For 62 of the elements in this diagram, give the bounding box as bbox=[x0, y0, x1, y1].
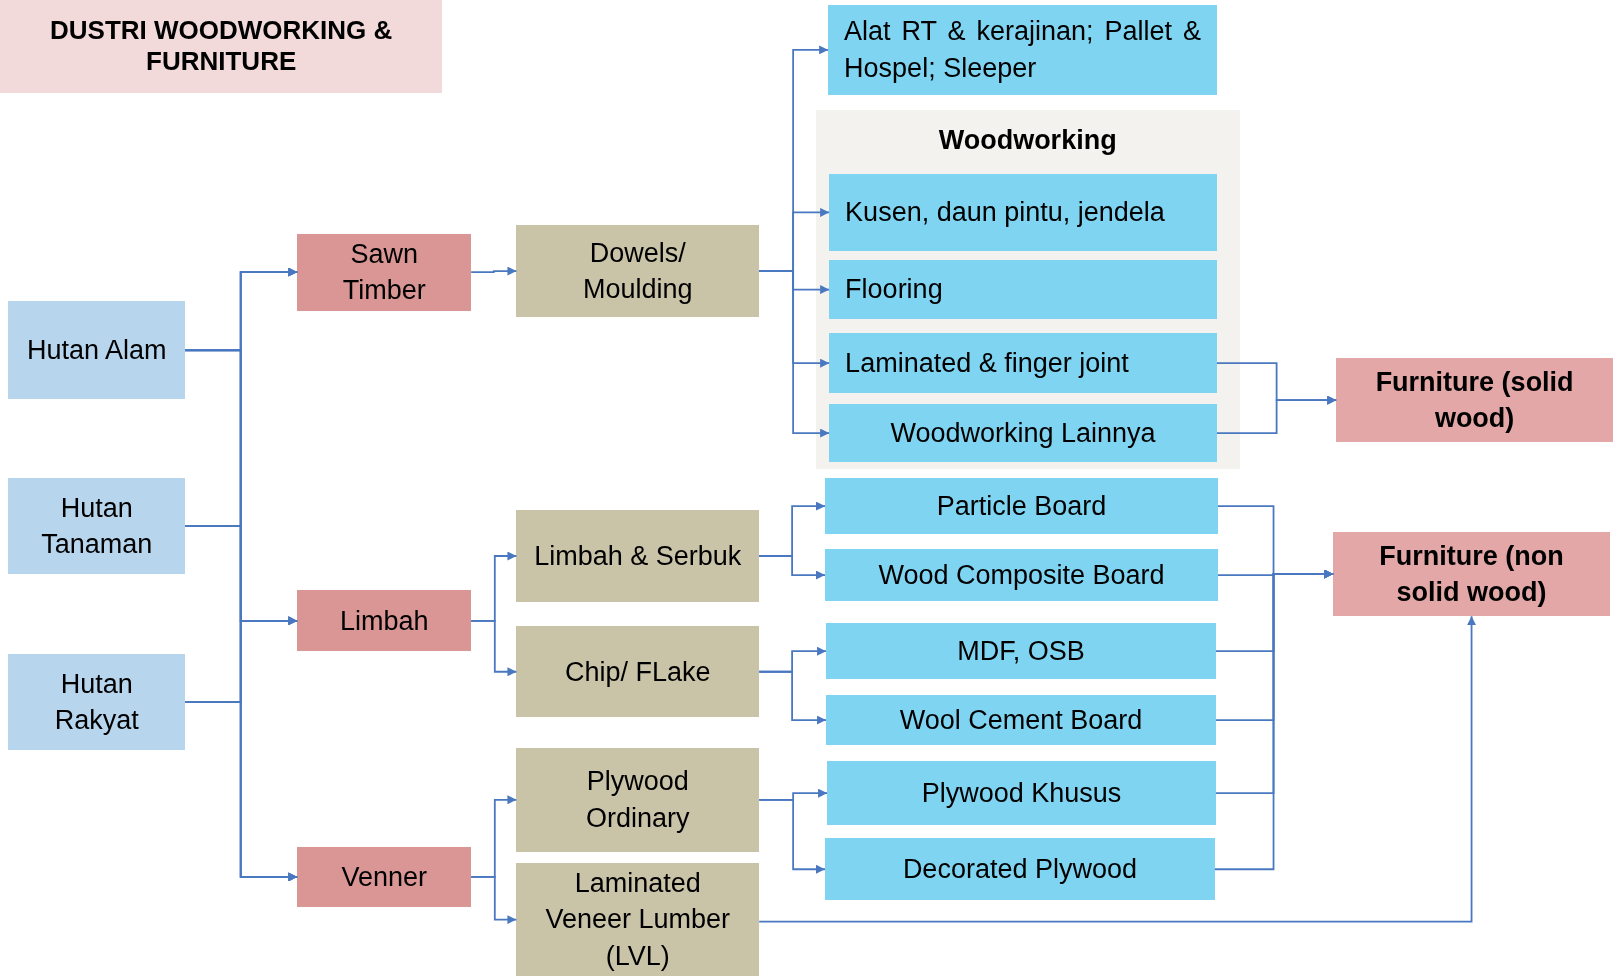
node-label: Laminated & finger joint bbox=[845, 346, 1130, 380]
group-heading: Woodworking bbox=[937, 124, 1118, 158]
node-label: Plywood Khusus bbox=[920, 776, 1123, 810]
node-label: Furniture (non solid wood) bbox=[1378, 539, 1565, 609]
group-panel bbox=[815, 110, 1240, 470]
process-box bbox=[825, 838, 1215, 901]
node-label: Wool Cement Board bbox=[898, 703, 1144, 737]
process-box bbox=[826, 695, 1216, 745]
node-label: Limbah bbox=[338, 604, 430, 638]
process-box bbox=[516, 225, 760, 317]
process-box bbox=[516, 747, 760, 852]
node-label: MDF, OSB bbox=[956, 634, 1086, 668]
node-label: Dowels/ Moulding bbox=[582, 236, 694, 307]
process-box bbox=[8, 301, 186, 400]
node-label: Woodworking Lainnya bbox=[889, 416, 1157, 450]
connector-arrow bbox=[758, 615, 1477, 923]
node-label: Furniture (solid wood) bbox=[1374, 365, 1575, 436]
node-label: Laminated Veneer Lumber (LVL) bbox=[544, 867, 732, 973]
node-label: Plywood Ordinary bbox=[585, 765, 691, 835]
process-box bbox=[827, 761, 1216, 825]
node-label: Particle Board bbox=[935, 489, 1108, 523]
node-label: Limbah & Serbuk bbox=[533, 539, 743, 573]
connector-arrow bbox=[758, 798, 826, 874]
process-box bbox=[297, 846, 472, 908]
process-box bbox=[825, 478, 1218, 534]
connector-arrow bbox=[470, 619, 518, 677]
process-box bbox=[516, 863, 760, 976]
process-box bbox=[297, 233, 472, 311]
process-box bbox=[828, 5, 1217, 95]
process-box bbox=[8, 654, 186, 750]
process-box bbox=[829, 404, 1217, 462]
connector-arrow bbox=[758, 555, 826, 580]
process-box bbox=[1333, 531, 1610, 617]
process-box bbox=[516, 626, 760, 717]
process-box bbox=[516, 510, 760, 602]
process-box bbox=[829, 173, 1217, 251]
process-box bbox=[826, 623, 1216, 679]
process-box bbox=[829, 260, 1217, 319]
node-label: Hutan Alam bbox=[25, 334, 168, 368]
process-box bbox=[297, 590, 472, 652]
process-box bbox=[829, 333, 1217, 393]
connector-arrow bbox=[470, 876, 518, 925]
node-label: Hutan Rakyat bbox=[53, 667, 140, 738]
node-label: Venner bbox=[340, 860, 428, 894]
node-label: Hutan Tanaman bbox=[40, 491, 154, 562]
node-label: Sawn Timber bbox=[341, 237, 427, 308]
connector-arrow bbox=[758, 670, 827, 725]
process-box bbox=[8, 478, 186, 574]
connector-arrow bbox=[758, 270, 831, 438]
connector-arrow bbox=[184, 701, 299, 882]
node-label: Decorated Plywood bbox=[901, 853, 1138, 886]
node-label: Wood Composite Board bbox=[877, 558, 1166, 592]
connector-arrow bbox=[470, 266, 518, 276]
node-label: Flooring bbox=[845, 273, 944, 307]
node-label: Chip/ FLake bbox=[564, 655, 712, 689]
node-label: Alat RT & kerajinan; Pallet & Hospel; Sleeper bbox=[844, 15, 1201, 85]
node-label: Kusen, daun pintu, jendela bbox=[845, 196, 1166, 230]
connector-arrow bbox=[1216, 395, 1338, 434]
connector-arrow bbox=[1214, 569, 1335, 871]
process-box bbox=[1336, 358, 1613, 443]
diagram-title: DUSTRI WOODWORKING & FURNITURE bbox=[0, 0, 443, 93]
process-box bbox=[825, 549, 1218, 601]
